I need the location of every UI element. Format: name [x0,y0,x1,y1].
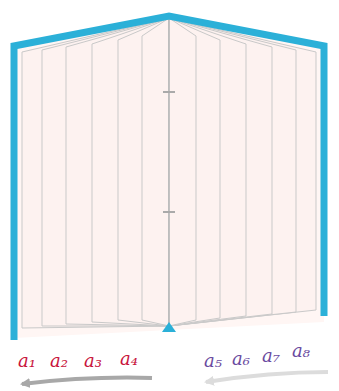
page-label: a₅ [204,352,222,370]
book-page [42,18,169,326]
book-page [169,18,220,326]
book-page [169,18,316,326]
page-label: a₃ [84,352,102,370]
book-page [169,18,296,326]
book-page [22,18,169,328]
book-page [142,18,169,326]
page-label: a₇ [262,347,280,365]
page-label: a₂ [50,352,68,370]
page-label: a₁ [18,352,36,370]
book-page [169,18,246,326]
book-page [66,18,169,326]
book-page [92,18,169,326]
book-page [169,18,272,326]
book-page [169,18,196,326]
page-label: a₈ [292,342,310,360]
book-page [118,18,169,326]
page-label: a₄ [120,350,138,368]
page-label: a₆ [232,350,250,368]
